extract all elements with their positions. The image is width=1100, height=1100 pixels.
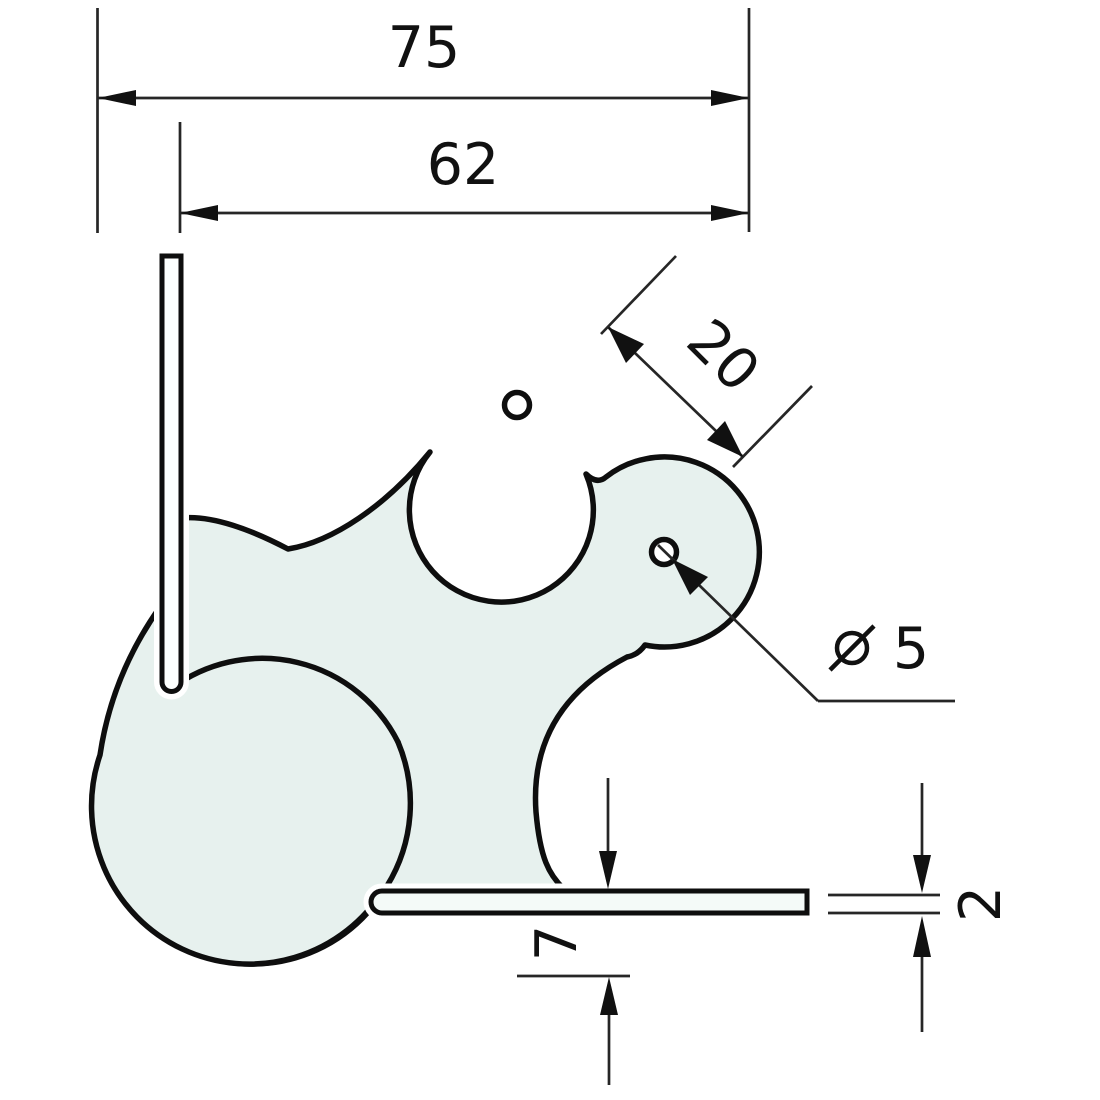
left-flange-bar xyxy=(159,253,184,694)
left-flange-edge xyxy=(154,248,189,700)
arrowhead-up xyxy=(600,977,618,1015)
plate-outline xyxy=(88,449,763,967)
arrowhead-up xyxy=(913,916,931,957)
arrowhead-right xyxy=(711,205,749,221)
witness-line-lower xyxy=(732,385,813,468)
arrowhead-left xyxy=(98,90,136,106)
arrowhead-down xyxy=(913,855,931,893)
dome-base-arc xyxy=(169,655,401,745)
bottom-flange-bar xyxy=(368,888,810,916)
dimension-thickness xyxy=(828,783,940,1032)
diameter-symbol-circle xyxy=(834,630,870,666)
arrowhead-lower xyxy=(707,421,743,457)
callout-hole-diameter xyxy=(657,544,955,703)
arrowhead-left xyxy=(180,205,218,221)
diameter-symbol xyxy=(828,624,876,672)
dim-label-7: 7 xyxy=(524,925,590,961)
dimension-flange-offset xyxy=(517,778,630,1085)
dimension-overall-width xyxy=(96,8,751,233)
arrowhead-right xyxy=(711,90,749,106)
dim-label-hole-5: 5 xyxy=(893,616,929,682)
dim-label-75: 75 xyxy=(388,15,461,81)
witness-line-upper xyxy=(600,255,677,335)
dimension-inner-width xyxy=(178,122,749,233)
dimension-tab-width xyxy=(600,255,813,468)
ball-right-arc xyxy=(384,739,414,889)
bottom-flange-edge xyxy=(363,883,815,921)
dim-label-62: 62 xyxy=(427,132,500,198)
arrowhead-upper xyxy=(608,327,644,363)
arrowhead-down xyxy=(599,851,617,889)
part-ball-corner xyxy=(88,248,815,967)
dim-label-20: 20 xyxy=(674,307,772,405)
arrowhead xyxy=(672,559,708,595)
dim-label-2: 2 xyxy=(948,886,1014,922)
diameter-symbol-slash xyxy=(828,624,876,672)
screw-hole-top xyxy=(501,389,533,421)
